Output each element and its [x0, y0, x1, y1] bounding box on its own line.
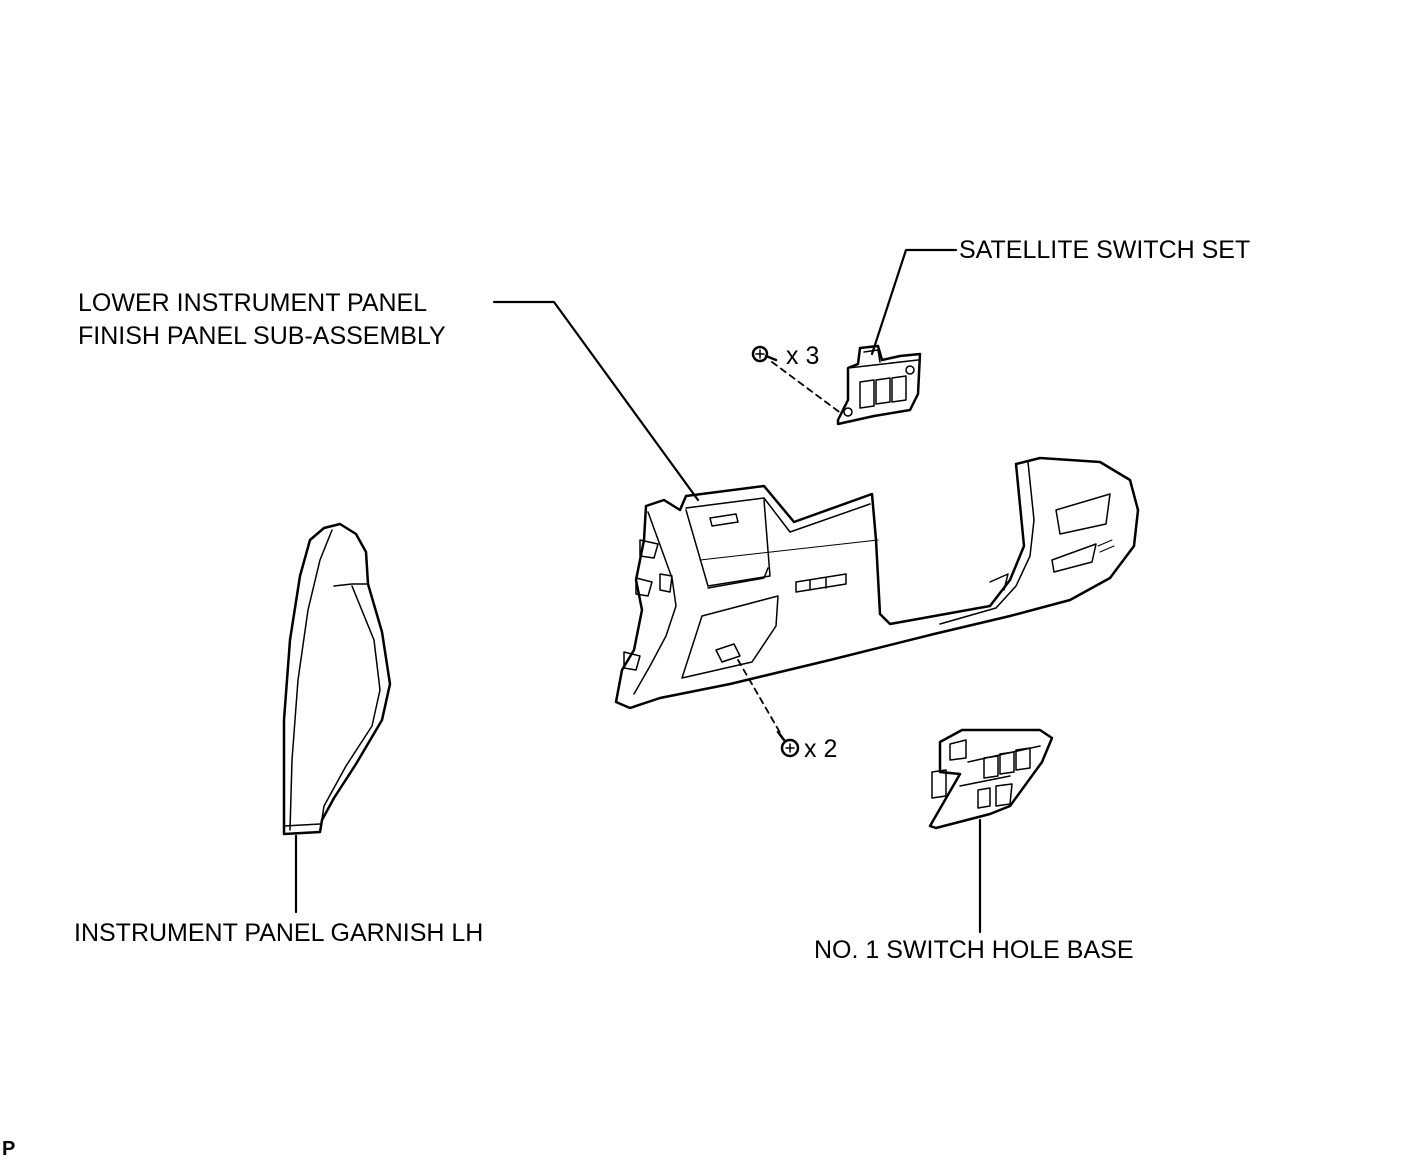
screw-panel	[776, 730, 800, 758]
label-switch-hole-base: NO. 1 SWITCH HOLE BASE	[814, 936, 1134, 964]
qty-panel-screws: x 2	[804, 735, 838, 763]
instrument-panel-garnish-lh	[282, 522, 392, 836]
qty-satellite-screws: x 3	[786, 342, 820, 370]
corner-mark: P	[2, 1138, 16, 1160]
screw-satellite	[751, 345, 778, 363]
screw-path-satellite	[771, 361, 843, 415]
label-lower-panel-line2: FINISH PANEL SUB-ASSEMBLY	[78, 322, 446, 350]
label-garnish-lh: INSTRUMENT PANEL GARNISH LH	[74, 919, 484, 947]
leader-satellite-switch-set	[870, 248, 958, 356]
satellite-switch-set	[836, 344, 922, 426]
leader-lower-panel	[492, 300, 700, 502]
label-satellite-switch-set: SATELLITE SWITCH SET	[959, 236, 1251, 264]
no1-switch-hole-base	[928, 728, 1054, 830]
lower-instrument-panel-finish-panel	[614, 456, 1140, 710]
screw-path-panel	[737, 659, 783, 737]
label-lower-panel-line1: LOWER INSTRUMENT PANEL	[78, 289, 428, 317]
